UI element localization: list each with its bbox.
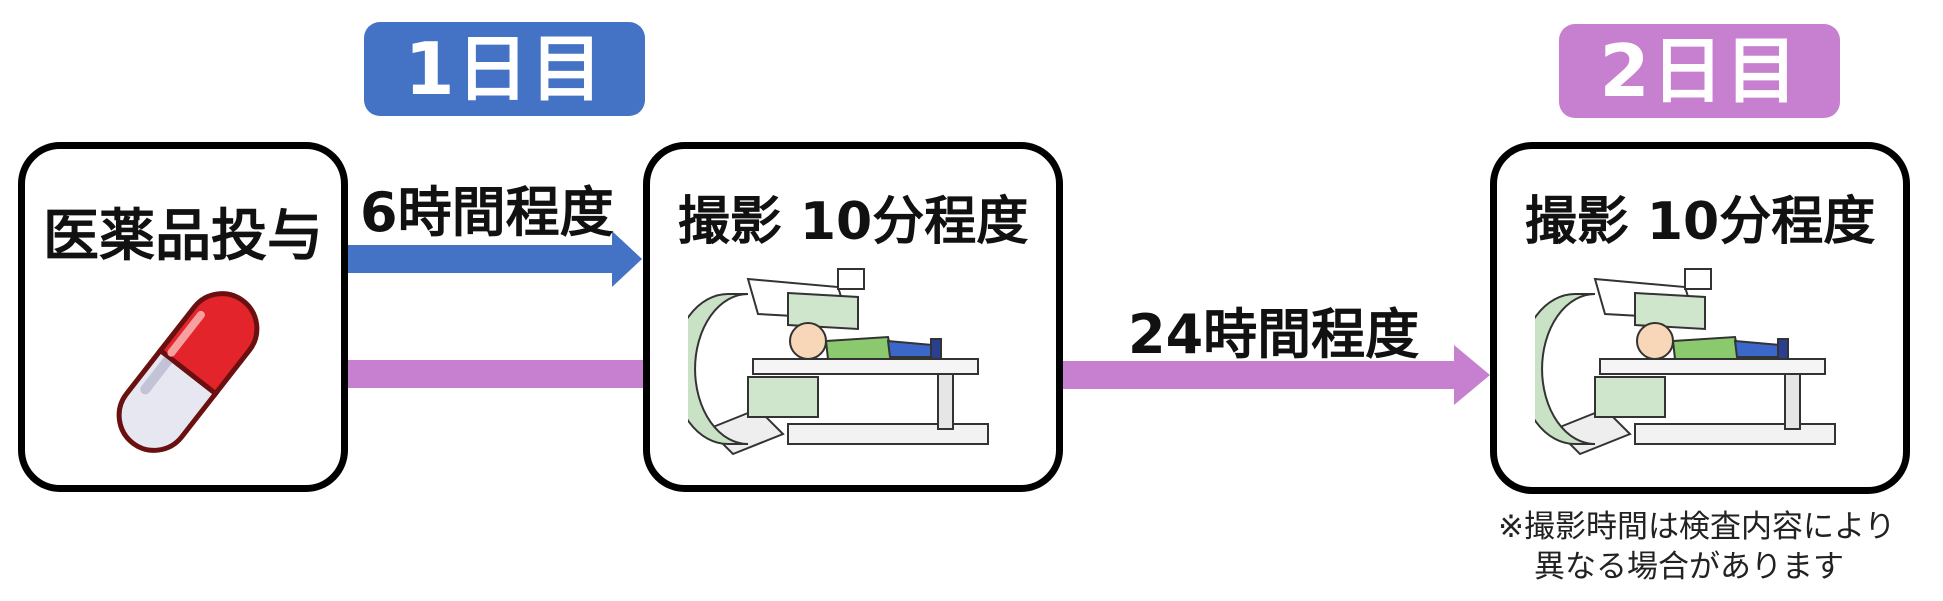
- day1-badge: 1日目: [364, 22, 645, 116]
- footnote-line1: ※撮影時間は検査内容により: [1498, 509, 1896, 545]
- footnote: ※撮影時間は検査内容により 異なる場合があります: [1498, 507, 1895, 587]
- arrow-6h: [348, 231, 642, 287]
- step-title-scan-day1: 撮影 10分程度: [677, 192, 1029, 252]
- interval-label-24h: 24時間程度: [1128, 303, 1420, 366]
- footnote-line2: 異なる場合があります: [1534, 549, 1844, 585]
- pet-scanner-icon: [1535, 268, 1836, 456]
- step-box-dose: 医薬品投与: [18, 142, 348, 492]
- day2-badge: 2日目: [1559, 24, 1840, 118]
- interval-label-6h: 6時間程度: [360, 181, 614, 244]
- line-day1-purple: [348, 360, 643, 388]
- step-title-dose: 医薬品投与: [43, 204, 323, 269]
- step-title-scan-day2: 撮影 10分程度: [1524, 192, 1876, 252]
- pet-scanner-icon: [688, 268, 989, 456]
- capsule-icon: [116, 291, 260, 453]
- arrow-24h: [1063, 345, 1490, 405]
- step-box-scan-day2: 撮影 10分程度: [1490, 142, 1910, 494]
- step-box-scan-day1: 撮影 10分程度: [643, 142, 1063, 492]
